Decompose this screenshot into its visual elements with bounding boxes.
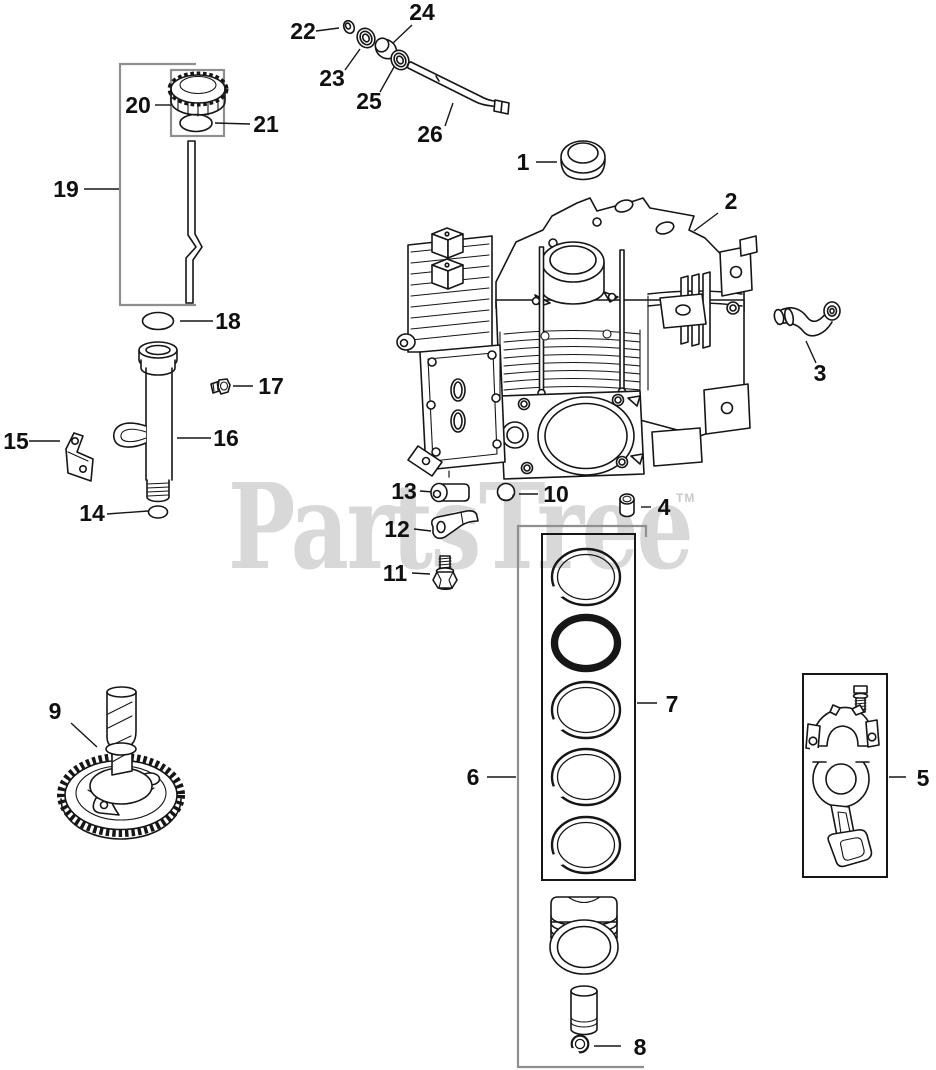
clip-drawing-12 <box>431 510 479 540</box>
oil-fill-cap-drawing <box>167 71 229 117</box>
callout-13[interactable]: 13 <box>391 478 417 504</box>
oil-fill-tube-drawing <box>113 341 178 503</box>
piston-ring-set-drawing <box>550 547 622 875</box>
group-box-ring-set <box>541 533 636 881</box>
callout-19[interactable]: 19 <box>53 176 79 202</box>
callout-3[interactable]: 3 <box>814 360 827 386</box>
pin-drawing-13 <box>430 482 470 503</box>
piston-drawing <box>549 896 619 975</box>
callout-14[interactable]: 14 <box>79 500 105 526</box>
callout-26[interactable]: 26 <box>417 121 443 147</box>
callout-22[interactable]: 22 <box>290 18 316 44</box>
wrist-pin-drawing <box>570 985 598 1036</box>
cup-plug-drawing-4 <box>619 493 635 518</box>
callout-20[interactable]: 20 <box>125 92 151 118</box>
breather-tube-drawing <box>773 301 841 337</box>
callout-labels: 1 2 3 4 5 6 7 8 9 10 11 12 13 14 15 16 1… <box>3 0 929 1060</box>
bolt-drawing-11 <box>432 555 458 591</box>
callout-2[interactable]: 2 <box>725 188 738 214</box>
callout-24[interactable]: 24 <box>409 0 435 25</box>
mounting-bracket-drawing <box>65 432 94 482</box>
piston-ring <box>550 815 622 875</box>
camshaft-drawing <box>57 686 185 840</box>
callout-7[interactable]: 7 <box>666 691 679 717</box>
oil-seal-drawing <box>560 140 606 181</box>
callout-1[interactable]: 1 <box>517 149 530 175</box>
callout-21[interactable]: 21 <box>253 111 279 137</box>
callout-9[interactable]: 9 <box>49 698 62 724</box>
screw-drawing-17 <box>210 378 231 395</box>
o-ring-drawing-14 <box>147 505 169 519</box>
dashed-leader <box>448 451 484 481</box>
leader-lines <box>29 24 906 1047</box>
piston-ring <box>550 747 622 807</box>
washer-drawing-23 <box>356 27 376 49</box>
piston-ring <box>550 547 622 607</box>
callout-16[interactable]: 16 <box>213 425 239 451</box>
callout-15[interactable]: 15 <box>3 428 29 454</box>
spacer-drawing-24 <box>374 37 398 60</box>
dipstick-tube-drawing-26 <box>406 61 510 115</box>
group-box-piston-kit <box>516 524 648 1069</box>
group-box-connecting-rod <box>802 673 888 878</box>
callout-6[interactable]: 6 <box>467 764 480 790</box>
callout-25[interactable]: 25 <box>356 88 382 114</box>
callout-12[interactable]: 12 <box>384 516 410 542</box>
group-box-dipstick <box>118 62 196 307</box>
piston-ring-oil <box>550 613 622 673</box>
cup-plug-drawing-10 <box>496 482 516 502</box>
washer-drawing-25 <box>390 49 410 71</box>
callout-4[interactable]: 4 <box>658 494 671 520</box>
callout-23[interactable]: 23 <box>319 65 345 91</box>
callout-10[interactable]: 10 <box>543 481 569 507</box>
retaining-ring-drawing <box>570 1034 590 1055</box>
dipstick-drawing <box>185 140 203 304</box>
trademark-symbol: TM <box>676 491 696 505</box>
o-ring-drawing-21 <box>179 113 213 133</box>
o-ring-drawing-18 <box>141 311 175 331</box>
callout-17[interactable]: 17 <box>258 373 284 399</box>
callout-8[interactable]: 8 <box>634 1034 647 1060</box>
connecting-rod-drawing <box>805 685 880 868</box>
callout-5[interactable]: 5 <box>917 765 930 791</box>
crankcase-drawing <box>396 197 758 480</box>
callout-18[interactable]: 18 <box>215 308 241 334</box>
piston-ring <box>550 680 622 740</box>
callout-11[interactable]: 11 <box>383 560 408 586</box>
nut-drawing-22 <box>342 19 356 35</box>
